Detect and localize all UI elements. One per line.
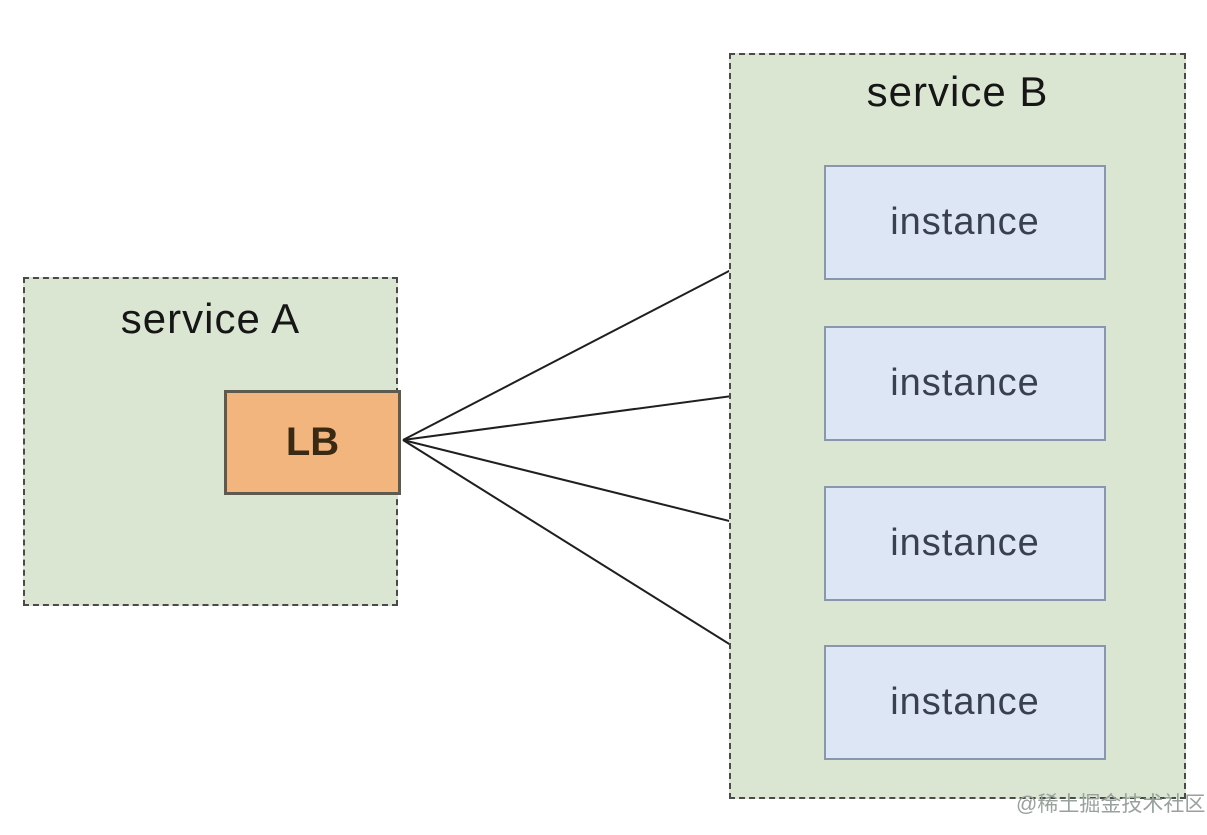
instance-label: instance xyxy=(890,201,1040,243)
instance-label: instance xyxy=(890,681,1040,723)
instance-box-2: instance xyxy=(824,326,1106,441)
watermark: @稀土掘金技术社区 xyxy=(1016,793,1206,816)
instance-label: instance xyxy=(890,362,1040,404)
service-b-group: service B instance instance instance ins… xyxy=(729,53,1186,799)
service-a-group: service A LB xyxy=(23,277,401,606)
service-b-title: service B xyxy=(866,68,1049,115)
load-balancer-label: LB xyxy=(285,420,340,464)
instance-box-1: instance xyxy=(824,165,1106,280)
instance-box-4: instance xyxy=(824,645,1106,760)
service-a-title: service A xyxy=(120,295,301,342)
instance-label: instance xyxy=(890,522,1040,564)
load-balancer-box: LB xyxy=(224,390,401,495)
instance-box-3: instance xyxy=(824,486,1106,601)
